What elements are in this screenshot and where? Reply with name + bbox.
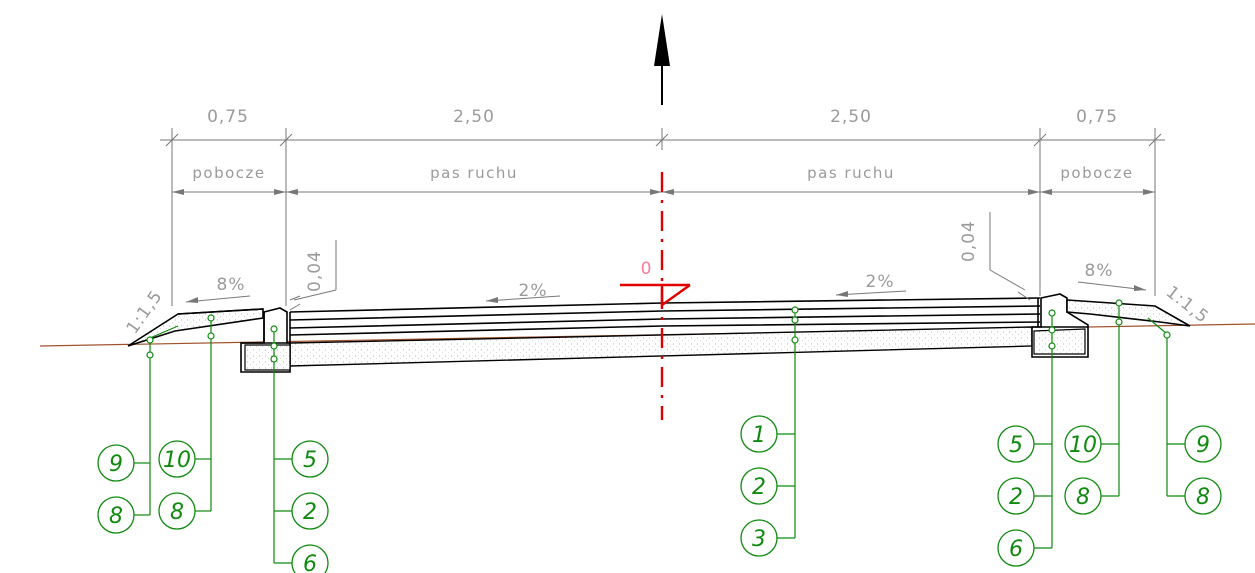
callout-left-inner: 10 8	[158, 440, 196, 530]
callout-leaders	[134, 303, 1185, 564]
dim-left-lane: 2,50	[453, 107, 495, 127]
slope-left-shoulder: 8%	[217, 275, 246, 295]
callout-label: 8	[170, 500, 184, 525]
elevation-marker-icon	[620, 283, 691, 308]
callout-label: 3	[752, 527, 766, 552]
callout-left-curb: 5 2 6	[291, 440, 329, 573]
right-curb	[1031, 293, 1089, 358]
elevation-value: 0	[641, 259, 652, 279]
callout-label: 2	[303, 500, 317, 525]
right-curb-height: 0,04	[959, 220, 979, 262]
callout-label: 10	[163, 448, 191, 473]
label-left-lane: pas ruchu	[430, 164, 518, 182]
dim-right-lane: 2,50	[830, 107, 872, 127]
callout-label: 5	[1009, 433, 1023, 458]
callout-label: 6	[303, 552, 317, 573]
callout-label: 6	[1009, 537, 1023, 562]
callout-left-outer: 9 8	[97, 444, 135, 534]
label-right-lane: pas ruchu	[807, 164, 895, 182]
left-curb-height: 0,04	[305, 250, 325, 292]
callout-label: 1	[752, 423, 766, 448]
callout-label: 8	[1196, 485, 1210, 510]
right-curb-height-dim	[989, 212, 1031, 301]
left-curb-height-dim	[289, 240, 337, 311]
callout-label: 2	[1009, 485, 1023, 510]
callout-right-inner: 10 8	[1064, 425, 1102, 515]
slope-left-lane: 2%	[519, 281, 548, 301]
slope-right-lane: 2%	[866, 272, 895, 292]
label-right-shoulder: pobocze	[1060, 164, 1133, 182]
left-shoulder-structure	[127, 308, 264, 347]
callout-label: 2	[752, 475, 766, 500]
slope-right-shoulder: 8%	[1085, 261, 1114, 281]
left-curb	[240, 307, 291, 373]
callout-label: 9	[109, 452, 123, 477]
dim-left-shoulder: 0,75	[207, 107, 249, 127]
slope-arrow-left-lane	[485, 295, 561, 302]
callout-anchor-dots	[146, 299, 1171, 363]
callout-label: 9	[1196, 433, 1210, 458]
dimension-line-top	[160, 128, 1165, 306]
label-left-shoulder: pobocze	[192, 164, 265, 182]
callout-label: 10	[1069, 433, 1097, 458]
callout-label: 8	[1076, 485, 1090, 510]
right-shoulder-structure	[1066, 299, 1191, 327]
callout-right-outer: 9 8	[1184, 425, 1222, 515]
callout-label: 5	[303, 448, 317, 473]
dimension-line-lanes	[172, 189, 1155, 195]
dim-right-shoulder: 0,75	[1076, 107, 1118, 127]
callout-right-curb: 5 2 6	[997, 425, 1035, 567]
callout-label: 8	[109, 504, 123, 529]
callout-center: 1 2 3	[740, 415, 778, 557]
north-arrow-icon	[654, 14, 670, 105]
